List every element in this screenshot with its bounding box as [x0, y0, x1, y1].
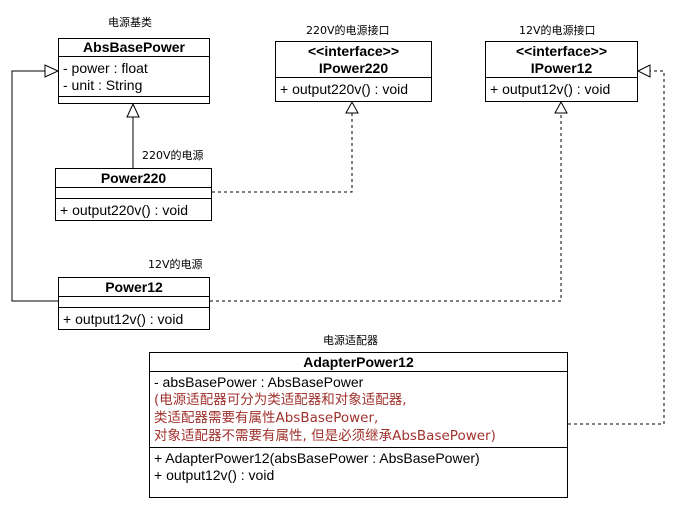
- note-line: 类适配器需要有属性AbsBasePower,: [154, 410, 379, 426]
- stereotype: <<interface>>: [307, 43, 400, 59]
- inherit-line-power12: [11, 70, 58, 302]
- operation: + output12v() : void: [490, 81, 611, 97]
- caption-power12: 12V的电源: [148, 258, 203, 271]
- caption-adapter: 电源适配器: [323, 334, 378, 347]
- realize-arrowhead-ipower12: [554, 100, 568, 114]
- caption-ipower12: 12V的电源接口: [519, 24, 596, 37]
- note-line: (电源适配器可分为类适配器和对象适配器,: [154, 392, 407, 408]
- caption-base-class: 电源基类: [108, 16, 152, 29]
- realize-line-adapter: [568, 70, 665, 425]
- class-name: AbsBasePower: [59, 39, 209, 57]
- interface-ipower12[interactable]: <<interface>> IPower12 + output12v() : v…: [485, 41, 638, 102]
- interface-ipower220[interactable]: <<interface>> IPower220 + output220v() :…: [275, 41, 432, 102]
- operation: + AdapterPower12(absBasePower : AbsBaseP…: [154, 450, 480, 466]
- attributes-section: - power : float - unit : String: [59, 57, 209, 97]
- interface-name: IPower220: [318, 60, 389, 76]
- caption-ipower220: 220V的电源接口: [306, 24, 390, 37]
- inherit-arrowhead-left: [44, 64, 60, 78]
- interface-header: <<interface>> IPower220: [276, 42, 431, 78]
- caption-power220: 220V的电源: [142, 149, 204, 162]
- realize-line-power220: [212, 113, 353, 193]
- operations-section: + AdapterPower12(absBasePower : AbsBaseP…: [150, 448, 567, 485]
- realize-arrowhead-adapter: [636, 64, 651, 78]
- attributes-section: - absBasePower : AbsBasePower (电源适配器可分为类…: [150, 372, 567, 448]
- inherit-arrowhead-up: [126, 102, 140, 118]
- class-name: Power220: [56, 169, 211, 188]
- class-adapter-power12[interactable]: AdapterPower12 - absBasePower : AbsBaseP…: [149, 352, 568, 498]
- attribute: - power : float: [63, 60, 148, 76]
- attribute: - unit : String: [63, 77, 143, 93]
- attribute: - absBasePower : AbsBasePower: [154, 374, 364, 390]
- note-line: 对象适配器不需要有属性, 但是必须继承AbsBasePower): [154, 428, 496, 444]
- operation: + output220v() : void: [280, 81, 409, 97]
- operations-section: + output12v() : void: [59, 308, 209, 329]
- interface-name: IPower12: [530, 60, 593, 76]
- class-power220[interactable]: Power220 + output220v() : void: [55, 168, 212, 221]
- operation: + output220v() : void: [60, 202, 189, 218]
- stereotype: <<interface>>: [515, 43, 608, 59]
- class-power12[interactable]: Power12 + output12v() : void: [58, 277, 210, 330]
- operations-section: [59, 97, 209, 107]
- realize-line-power12: [210, 113, 562, 302]
- attributes-section: [59, 297, 209, 308]
- operations-section: + output220v() : void: [56, 199, 211, 220]
- class-name: Power12: [59, 278, 209, 297]
- operation: + output12v() : void: [63, 311, 184, 327]
- realize-arrowhead-ipower220: [345, 100, 359, 114]
- interface-header: <<interface>> IPower12: [486, 42, 637, 78]
- operations-section: + output220v() : void: [276, 78, 431, 99]
- attributes-section: [56, 188, 211, 199]
- operations-section: + output12v() : void: [486, 78, 637, 99]
- class-abs-base-power[interactable]: AbsBasePower - power : float - unit : St…: [58, 38, 210, 104]
- class-name: AdapterPower12: [150, 353, 567, 372]
- operation: + output12v() : void: [154, 467, 275, 483]
